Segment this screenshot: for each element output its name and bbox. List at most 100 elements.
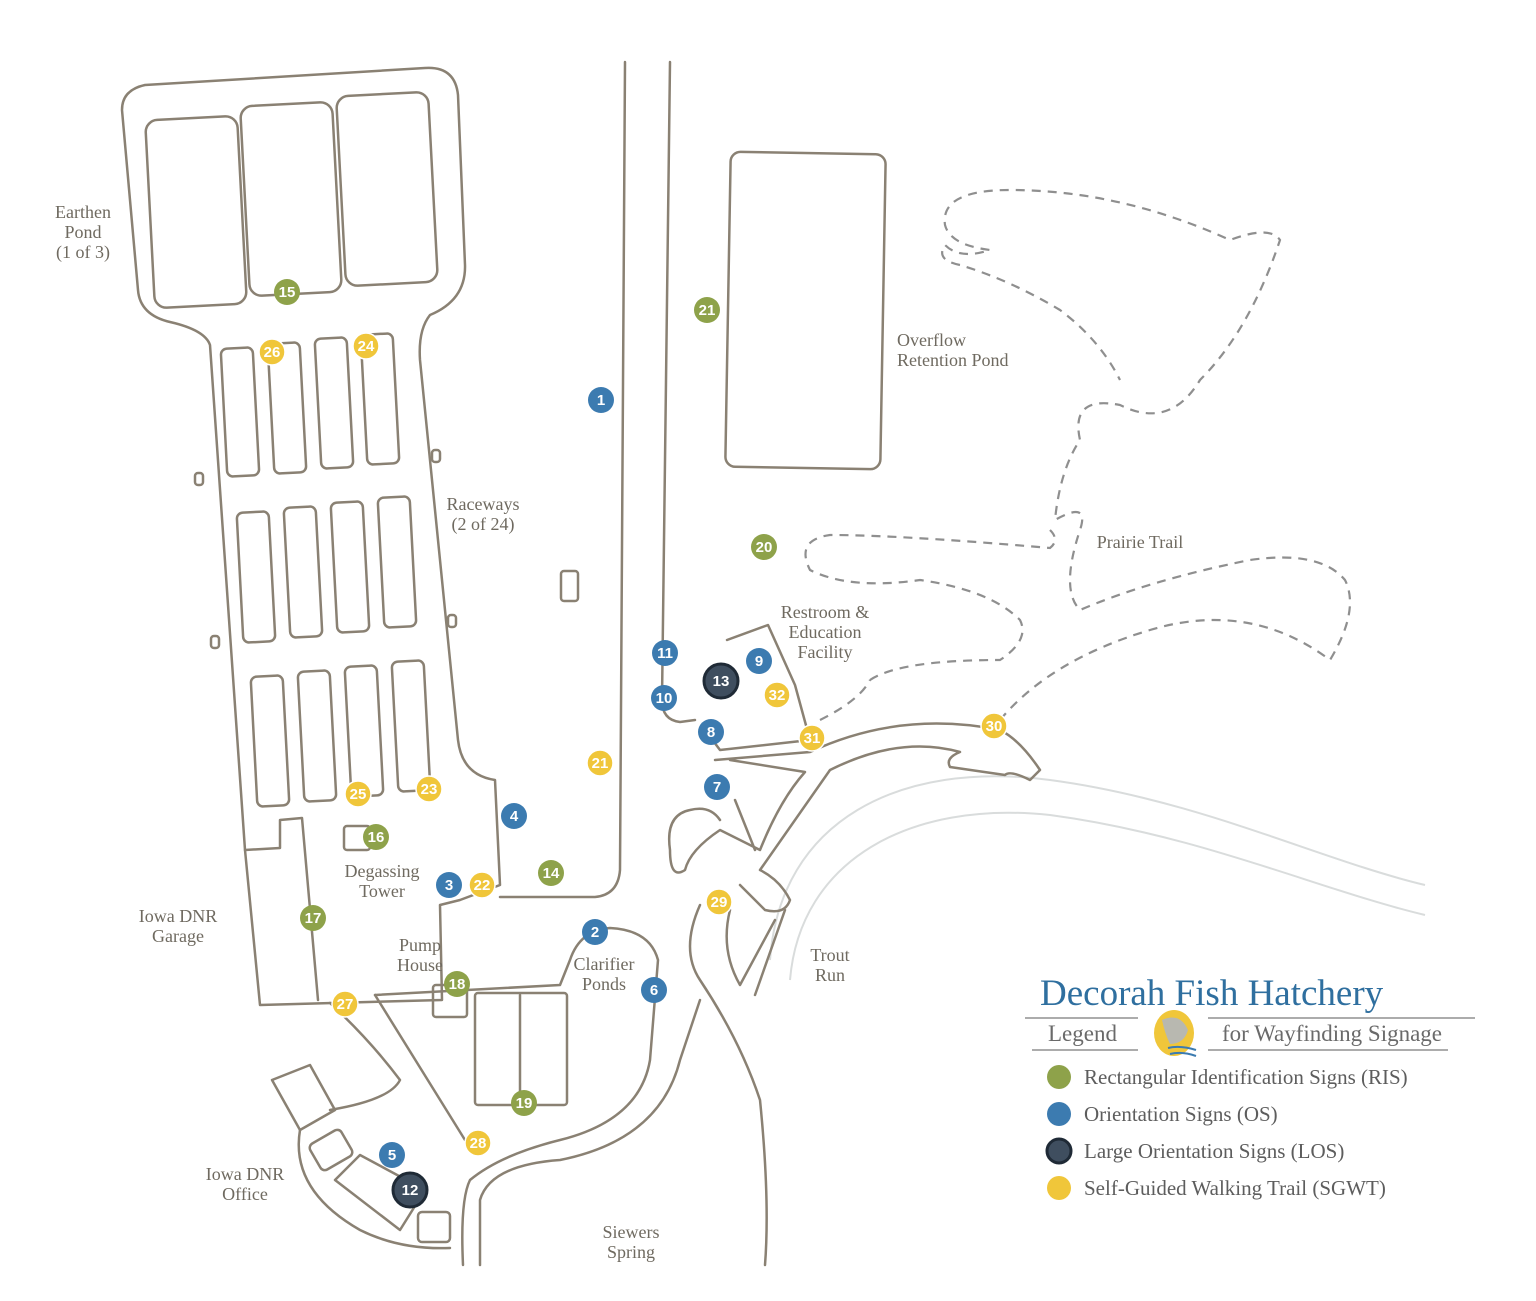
sign-pin-sgwt-25: 25 [344, 780, 372, 808]
legend-swatch [1047, 1065, 1071, 1089]
sign-pin-number: 17 [305, 910, 322, 927]
sign-pin-number: 24 [358, 338, 375, 355]
sign-pin-ris-19: 19 [511, 1090, 537, 1116]
sign-pin-marker [582, 919, 608, 945]
place-label-line: Earthen [55, 202, 111, 222]
sign-pin-os-10: 10 [651, 685, 677, 711]
legend-items: Rectangular Identification Signs (RIS) Or… [1045, 1065, 1408, 1200]
raceway-complex [120, 66, 502, 1007]
sign-pin-number: 29 [711, 894, 728, 911]
sign-pin-sgwt-23: 23 [415, 775, 443, 803]
sign-pin-os-8: 8 [698, 719, 724, 745]
place-label-line: Pond [64, 222, 101, 242]
sign-pin-sgwt-27: 27 [331, 990, 359, 1018]
sign-pin-os-6: 6 [641, 977, 667, 1003]
legend-item-label: Orientation Signs (OS) [1084, 1102, 1278, 1126]
sign-pin-number: 21 [592, 755, 609, 772]
sign-pin-number: 6 [650, 982, 658, 999]
legend-item: Orientation Signs (OS) [1047, 1102, 1278, 1126]
place-label-line: Raceways [447, 494, 520, 514]
sign-pin-number: 28 [470, 1135, 487, 1152]
sign-pin-marker [538, 860, 564, 886]
restroom-area [667, 623, 1042, 1267]
sign-pin-sgwt-28: 28 [464, 1129, 492, 1157]
river [769, 775, 1426, 981]
legend-item: Self-Guided Walking Trail (SGWT) [1047, 1176, 1386, 1200]
sign-pin-sgwt-32: 32 [763, 681, 791, 709]
legend-item-label: Self-Guided Walking Trail (SGWT) [1084, 1176, 1386, 1200]
sign-pin-ris-20: 20 [751, 534, 777, 560]
sign-pin-number: 32 [769, 687, 786, 704]
sign-pin-os-7: 7 [704, 774, 730, 800]
sign-pin-number: 27 [337, 996, 354, 1013]
sign-pin-number: 13 [713, 673, 730, 690]
sign-pin-number: 16 [368, 829, 385, 846]
sign-pin-sgwt-24: 24 [352, 332, 380, 360]
sign-pin-number: 5 [388, 1147, 396, 1164]
sign-pin-sgwt-30: 30 [980, 712, 1008, 740]
sign-pin-number: 25 [350, 786, 367, 803]
place-label-line: Garage [152, 926, 204, 946]
sign-pin-sgwt-31: 31 [798, 724, 826, 752]
sign-pin-number: 1 [597, 392, 605, 409]
sign-pin-number: 7 [713, 779, 721, 796]
sign-pin-marker [464, 1129, 492, 1157]
sign-pin-ris-21: 21 [694, 297, 720, 323]
sign-pin-os-1: 1 [588, 387, 614, 413]
sign-pin-sgwt-29: 29 [705, 888, 733, 916]
sign-pin-os-4: 4 [501, 803, 527, 829]
sign-pin-os-3: 3 [436, 872, 462, 898]
sign-pin-sgwt-22: 22 [468, 871, 496, 899]
sign-pin-number: 30 [986, 718, 1003, 735]
sign-pin-marker [501, 803, 527, 829]
place-label-line: Trout [810, 945, 849, 965]
sign-pin-marker [705, 888, 733, 916]
sign-pin-number: 11 [657, 645, 673, 662]
sign-pin-number: 26 [264, 344, 281, 361]
place-label-line: Tower [359, 881, 405, 901]
sign-pin-marker [436, 872, 462, 898]
sign-pin-marker [751, 534, 777, 560]
sign-pin-marker [704, 774, 730, 800]
sign-pin-marker [763, 681, 791, 709]
sign-pin-ris-15: 15 [274, 279, 300, 305]
sign-pin-marker [300, 905, 326, 931]
place-label-line: Office [222, 1184, 268, 1204]
place-label-line: Degassing [345, 861, 420, 881]
place-label-line: Retention Pond [897, 350, 1009, 370]
place-label-line: Siewers [603, 1222, 660, 1242]
sign-pin-marker [586, 749, 614, 777]
sign-pin-marker [652, 640, 678, 666]
sign-pin-sgwt-26: 26 [258, 338, 286, 366]
legend-item-label: Rectangular Identification Signs (RIS) [1084, 1065, 1408, 1089]
sign-pin-marker [651, 685, 677, 711]
sign-pin-number: 14 [543, 865, 560, 882]
place-label-prairie-trail: Prairie Trail [1097, 532, 1184, 552]
sign-pin-marker [980, 712, 1008, 740]
sign-pin-number: 18 [449, 976, 466, 993]
place-label-line: Education [789, 622, 862, 642]
sign-pin-os-11: 11 [652, 640, 678, 666]
legend-item-label: Large Orientation Signs (LOS) [1084, 1139, 1344, 1163]
place-label-line: Iowa DNR [139, 906, 218, 926]
legend-swatch [1047, 1102, 1071, 1126]
sign-pin-marker [588, 387, 614, 413]
sign-pin-los-13: 13 [702, 662, 740, 700]
sign-pin-number: 4 [510, 808, 519, 825]
sign-pin-number: 2 [591, 924, 599, 941]
sign-pin-ris-16: 16 [363, 824, 389, 850]
sign-pin-number: 20 [756, 539, 773, 556]
place-label-line: Pump [399, 935, 441, 955]
place-label-line: Prairie Trail [1097, 532, 1184, 552]
sign-pins: 1234567891011121314151617181920212122232… [258, 279, 1008, 1209]
sign-pin-number: 10 [656, 690, 673, 707]
sign-pin-marker [391, 1171, 429, 1209]
place-label-line: Iowa DNR [206, 1164, 285, 1184]
